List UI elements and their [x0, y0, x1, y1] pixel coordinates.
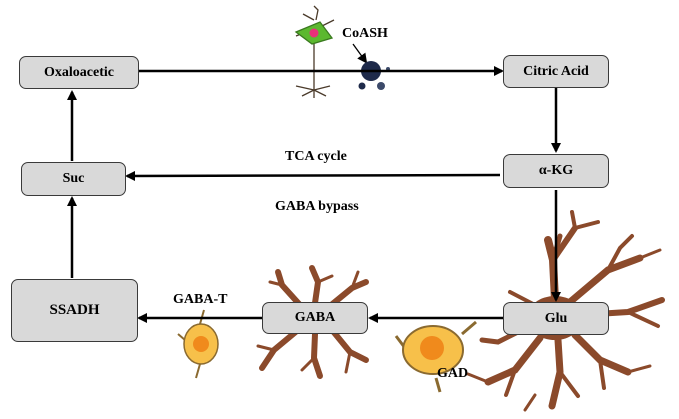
gaba-t-label: GABA-T — [173, 292, 228, 307]
glu-node: Glu — [503, 302, 609, 335]
neuron-icon — [294, 5, 335, 98]
tca-cycle-label: TCA cycle — [285, 149, 347, 164]
oxaloacetic-node: Oxaloacetic — [19, 56, 139, 89]
gad-interneuron-icon — [394, 320, 477, 393]
gaba-bypass-label: GABA bypass — [275, 199, 359, 214]
gaba-node: GABA — [262, 302, 368, 334]
suc-node: Suc — [21, 162, 126, 196]
gad-label: GAD — [437, 366, 469, 381]
coash-label: CoASH — [342, 26, 388, 41]
citric-acid-node: Citric Acid — [503, 55, 609, 88]
coash-molecule-icon — [352, 43, 390, 90]
pathway-arrows — [67, 66, 561, 323]
gaba-t-interneuron-icon — [177, 309, 219, 379]
ssadh-node: SSADH — [11, 279, 138, 342]
arrow-akg-to-suc — [125, 170, 501, 181]
akg-node: α-KG — [503, 154, 609, 188]
